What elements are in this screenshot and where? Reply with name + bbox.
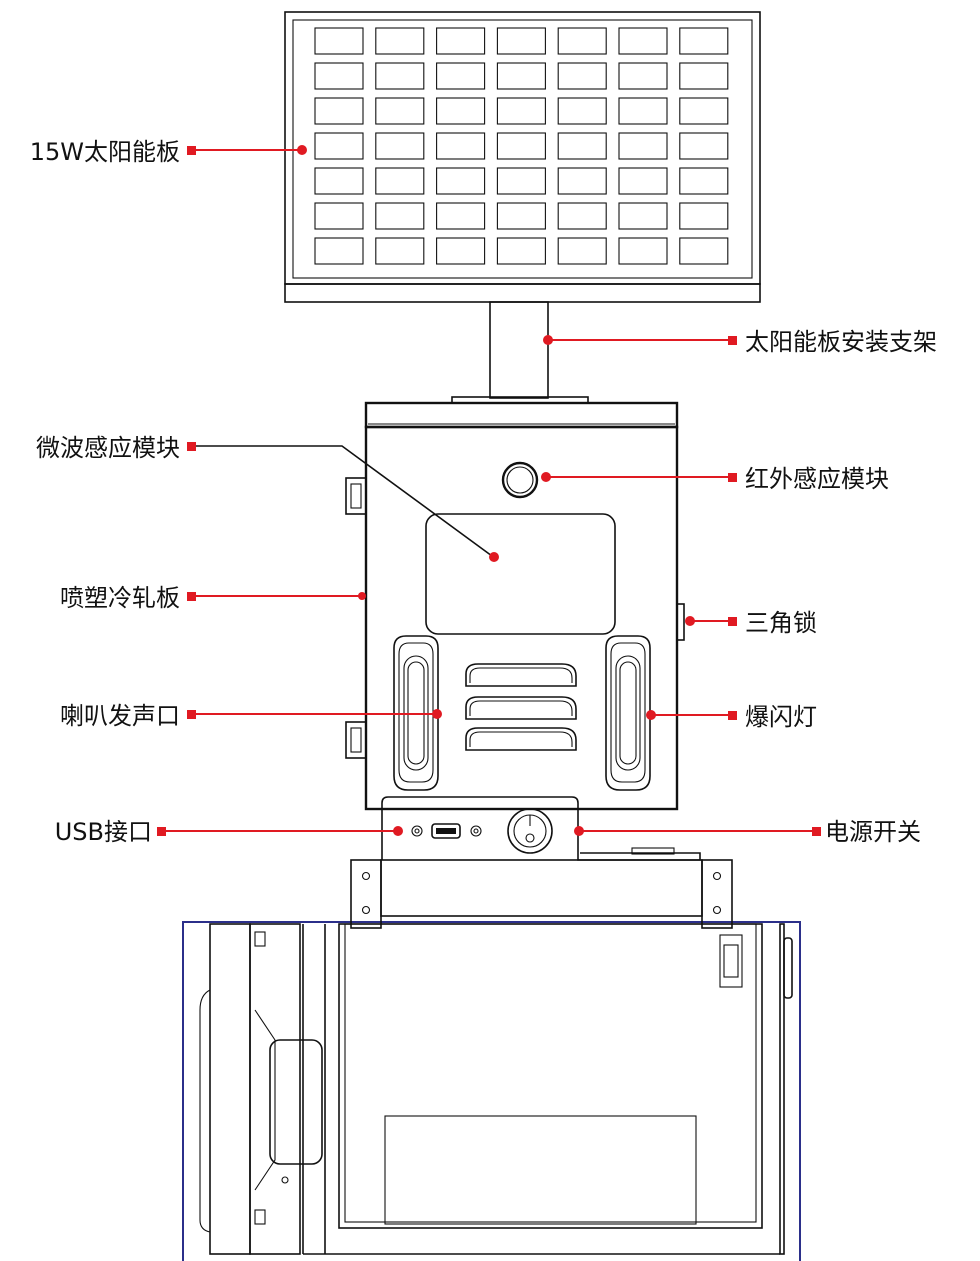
label-cold-rolled-plate: 喷塑冷轧板: [60, 584, 180, 612]
solar-cell: [375, 27, 425, 55]
callout-power-switch: 电源开关: [574, 818, 921, 846]
solar-cell: [496, 27, 546, 55]
solar-cell: [618, 62, 668, 90]
callout-infrared-sensor: 红外感应模块: [541, 465, 889, 493]
solar-cell: [557, 202, 607, 230]
solar-cell: [557, 62, 607, 90]
solar-cell-grid: [314, 27, 729, 265]
solar-cell: [679, 27, 729, 55]
label-speaker-outlet: 喇叭发声口: [60, 702, 180, 730]
solar-cell: [375, 62, 425, 90]
solar-cell: [436, 62, 486, 90]
solar-cell: [679, 97, 729, 125]
strobe-light: [605, 635, 651, 791]
solar-cell: [314, 27, 364, 55]
label-triangle-lock: 三角锁: [745, 609, 817, 637]
solar-cell: [557, 27, 607, 55]
solar-cell: [375, 167, 425, 195]
solar-cell: [436, 132, 486, 160]
solar-cell: [436, 27, 486, 55]
solar-cell: [496, 167, 546, 195]
solar-cell: [618, 202, 668, 230]
solar-cell: [557, 237, 607, 265]
solar-cell: [618, 132, 668, 160]
callout-panel-bracket: 太阳能板安装支架: [543, 328, 937, 356]
interior-view: [182, 796, 801, 1261]
solar-cell: [679, 62, 729, 90]
label-power-switch: 电源开关: [825, 818, 921, 846]
solar-cell: [314, 132, 364, 160]
label-panel-bracket: 太阳能板安装支架: [745, 328, 937, 356]
solar-cell: [314, 237, 364, 265]
callout-cold-rolled-plate: 喷塑冷轧板: [60, 584, 366, 612]
solar-cell: [618, 237, 668, 265]
solar-cell: [314, 167, 364, 195]
callout-strobe-light: 爆闪灯: [646, 703, 817, 731]
label-infrared-sensor: 红外感应模块: [745, 465, 889, 493]
solar-cell: [436, 237, 486, 265]
solar-cell: [679, 132, 729, 160]
solar-cell: [679, 237, 729, 265]
enclosure-box: [345, 401, 685, 811]
solar-cell: [679, 202, 729, 230]
solar-cell: [618, 167, 668, 195]
solar-cell: [375, 132, 425, 160]
solar-cell: [557, 132, 607, 160]
label-solar-panel: 15W太阳能板: [30, 138, 180, 166]
solar-cell: [557, 167, 607, 195]
solar-cell: [618, 97, 668, 125]
solar-cell: [436, 167, 486, 195]
solar-cell: [436, 97, 486, 125]
solar-cell: [375, 97, 425, 125]
label-microwave-sensor: 微波感应模块: [36, 434, 180, 462]
label-strobe-light: 爆闪灯: [745, 703, 817, 731]
solar-cell: [436, 202, 486, 230]
solar-panel: [284, 11, 761, 303]
callout-speaker-outlet: 喇叭发声口: [60, 702, 442, 730]
solar-cell: [314, 97, 364, 125]
solar-cell: [314, 62, 364, 90]
callout-microwave-sensor: 微波感应模块: [36, 434, 499, 562]
solar-cell: [557, 97, 607, 125]
solar-cell: [496, 202, 546, 230]
solar-cell: [496, 62, 546, 90]
solar-cell: [375, 237, 425, 265]
solar-cell: [375, 202, 425, 230]
solar-cell: [496, 97, 546, 125]
panel-bracket: [451, 301, 589, 404]
callout-usb-port: USB接口: [55, 818, 403, 846]
solar-cell: [496, 237, 546, 265]
callout-triangle-lock: 三角锁: [685, 609, 817, 637]
solar-cell: [496, 132, 546, 160]
callout-solar-panel: 15W太阳能板: [30, 138, 307, 166]
solar-cell: [679, 167, 729, 195]
solar-cell: [314, 202, 364, 230]
label-usb-port: USB接口: [55, 818, 152, 846]
solar-cell: [618, 27, 668, 55]
